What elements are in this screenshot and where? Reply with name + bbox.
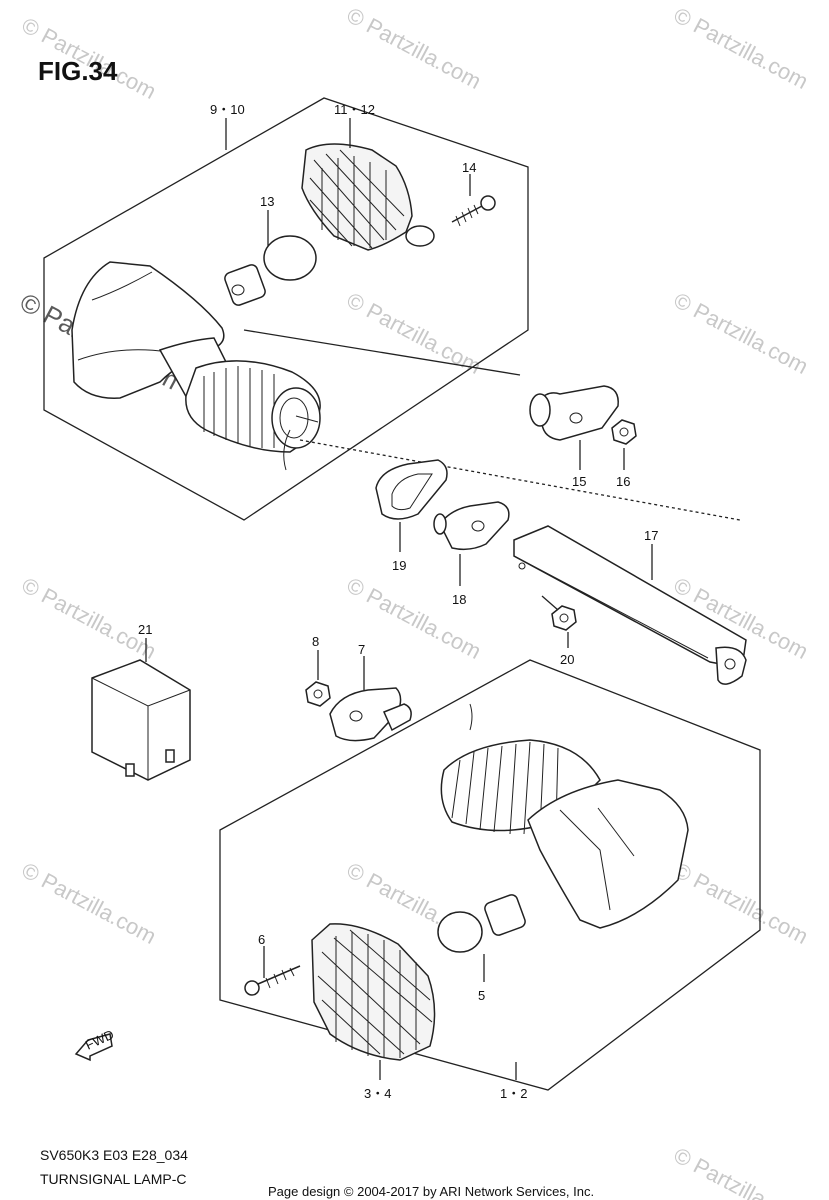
callout-20: 20 (560, 652, 574, 667)
callout-9-10: 9・10 (210, 102, 245, 117)
callout-16: 16 (616, 474, 630, 489)
screw-6 (244, 965, 301, 996)
callout-6: 6 (258, 932, 265, 947)
callout-14: 14 (462, 160, 476, 175)
nut-16 (611, 419, 637, 445)
watermark: © Partzilla.com (18, 857, 161, 949)
rear-turnsignal-housing (440, 703, 689, 929)
callout-21: 21 (138, 622, 152, 637)
assembly-box-rear-lamp (219, 659, 761, 1091)
watermark: © Partzilla.com (670, 287, 813, 379)
lens-front (311, 923, 436, 1061)
bracket-17 (513, 525, 747, 685)
callout-11-12: 11・12 (334, 102, 375, 117)
front-turnsignal-housing (71, 261, 321, 471)
watermark: © Partzilla.com (670, 1142, 813, 1200)
mount-plate-15 (529, 385, 619, 441)
watermark: © Partzilla.com (670, 857, 813, 949)
callout-15: 15 (572, 474, 586, 489)
screw-14 (451, 195, 496, 227)
bulb-front (437, 894, 526, 953)
callout-13: 13 (260, 194, 274, 209)
assembly-box-front-lamp (43, 97, 529, 521)
relay-21 (91, 659, 191, 781)
nut-8 (305, 681, 331, 707)
callout-1-2: 1・2 (500, 1086, 527, 1101)
callout-18: 18 (452, 592, 466, 607)
watermark: © Partzilla.com (343, 2, 486, 94)
figure-title: FIG.34 (38, 56, 118, 86)
leader-center (243, 329, 521, 376)
watermark: © Partzilla.com (670, 2, 813, 94)
callout-8: 8 (312, 634, 319, 649)
callout-5: 5 (478, 988, 485, 1003)
mount-plate-18 (433, 501, 510, 551)
callout-3-4: 3・4 (364, 1086, 391, 1101)
callout-17: 17 (644, 528, 658, 543)
callout-7: 7 (358, 642, 365, 657)
fwd-arrow-icon: FWD (74, 1027, 116, 1062)
watermark: © Partzilla.com (18, 572, 161, 664)
callout-19: 19 (392, 558, 406, 573)
lens-rear (301, 143, 435, 251)
diagram-code: SV650K3 E03 E28_034 (40, 1147, 188, 1163)
bulb-rear (224, 235, 317, 306)
copyright-credit: Page design © 2004-2017 by ARI Network S… (268, 1184, 594, 1199)
diagram-name: TURNSIGNAL LAMP-C (40, 1171, 187, 1187)
mount-plate-7 (329, 687, 412, 742)
gasket-19 (375, 459, 448, 520)
nut-20 (551, 605, 577, 631)
